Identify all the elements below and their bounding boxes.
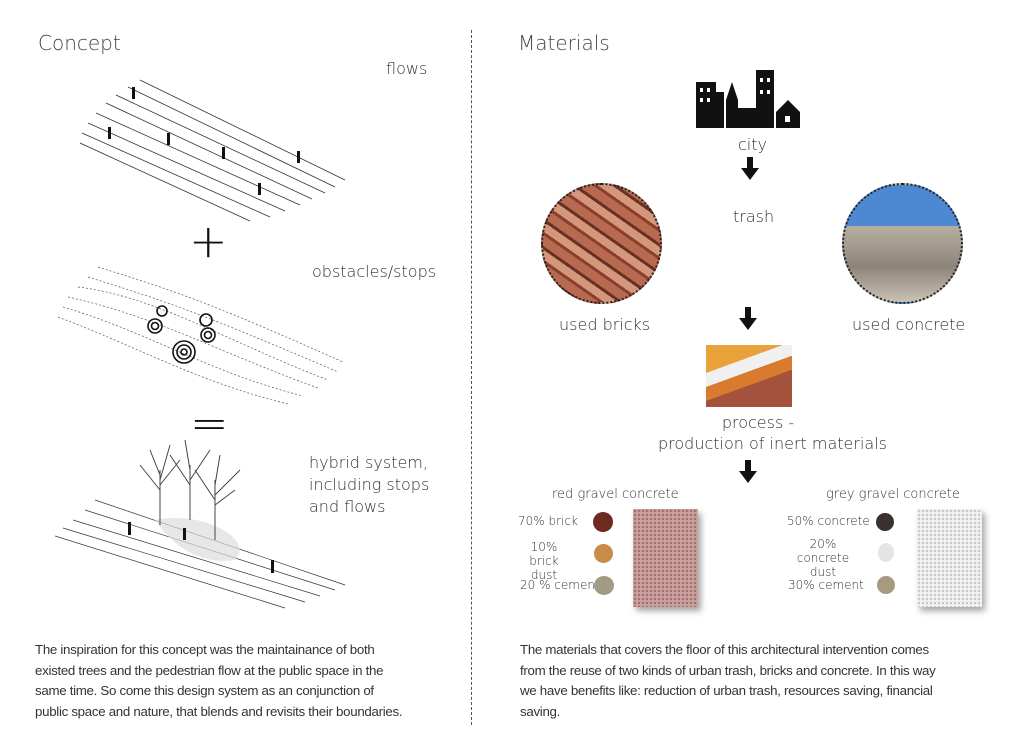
hybrid-label-line: and flows xyxy=(309,497,386,516)
red-ingredient-label: 20 % cement xyxy=(520,578,600,592)
brick-dust-swatch xyxy=(594,544,613,563)
red-ingredient-label: 70% brick xyxy=(518,514,578,528)
description-line: The materials that covers the floor of t… xyxy=(520,642,929,657)
cement-swatch xyxy=(877,576,895,594)
obstacles-diagram xyxy=(58,266,344,405)
down-arrow-icon xyxy=(739,307,757,330)
grey-ingredient-label: 30% cement xyxy=(788,578,864,592)
description-line: saving. xyxy=(520,703,561,719)
down-arrow-icon xyxy=(739,460,757,483)
brick-swatch xyxy=(593,512,613,532)
process-label-line: process - xyxy=(721,413,795,432)
flows-diagram xyxy=(80,79,346,222)
used-bricks-photo xyxy=(541,183,662,304)
red-gravel-title: red gravel concrete xyxy=(552,487,679,502)
trash-label: trash xyxy=(733,207,775,226)
used-concrete-photo xyxy=(842,183,963,304)
city-icon xyxy=(696,70,800,128)
city-label: city xyxy=(738,135,767,154)
grey-gravel-title: grey gravel concrete xyxy=(826,487,960,502)
materials-description: The materials that covers the floor of t… xyxy=(520,640,936,722)
process-label: process - production of inert materials xyxy=(658,412,887,454)
plus-symbol: + xyxy=(189,214,228,268)
grey-ingredient-label: 20% concrete dust xyxy=(796,537,850,579)
description-line: public space and nature, that blends and… xyxy=(35,703,403,719)
process-label-line: production of inert materials xyxy=(658,434,887,453)
description-line: from the reuse of two kinds of urban tra… xyxy=(520,662,936,678)
concrete-dust-swatch xyxy=(878,543,894,562)
equals-symbol: = xyxy=(190,396,229,450)
used-bricks-label: used bricks xyxy=(559,315,651,334)
concept-title: Concept xyxy=(38,31,121,55)
used-concrete-label: used concrete xyxy=(852,315,966,334)
hybrid-label-line: hybrid system, xyxy=(309,453,428,472)
hybrid-diagram xyxy=(55,440,346,609)
concrete-swatch xyxy=(876,513,894,531)
materials-title: Materials xyxy=(518,31,610,55)
concept-description: The inspiration for this concept was the… xyxy=(35,640,403,722)
flows-label: flows xyxy=(386,59,428,78)
description-line: we have benefits like: reduction of urba… xyxy=(520,683,933,698)
description-line: same time. So come this design system as… xyxy=(35,683,374,698)
grey-gravel-slab xyxy=(917,509,982,607)
hybrid-label-line: including stops xyxy=(309,475,430,494)
red-ingredient-label: 10% brick dust xyxy=(529,540,559,582)
grey-ingredient-label: 50% concrete xyxy=(787,514,870,528)
column-divider xyxy=(471,30,472,725)
down-arrow-icon xyxy=(741,157,759,180)
obstacles-label: obstacles/stops xyxy=(312,262,437,281)
cement-swatch xyxy=(594,576,614,595)
description-line: The inspiration for this concept was the… xyxy=(35,642,375,657)
description-line: existed trees and the pedestrian flow at… xyxy=(35,662,384,678)
process-photo xyxy=(706,345,792,407)
hybrid-label: hybrid system, including stops and flows xyxy=(309,452,429,518)
red-gravel-slab xyxy=(633,509,698,607)
